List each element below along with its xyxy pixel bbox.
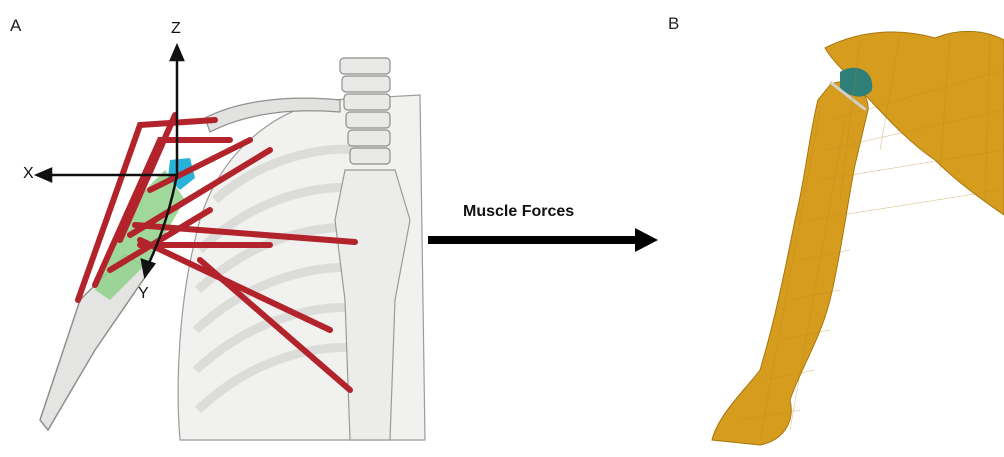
muscle-forces-arrow xyxy=(428,228,658,252)
axis-label-z: Z xyxy=(171,20,181,38)
muscle-forces-label: Muscle Forces xyxy=(463,203,574,221)
fe-mesh-model xyxy=(712,31,1004,445)
axis-label-x: X xyxy=(23,165,34,183)
axis-label-y: Y xyxy=(138,285,149,303)
panel-label-a: A xyxy=(10,16,21,36)
panel-label-b: B xyxy=(668,14,679,34)
humerus-mesh xyxy=(712,82,868,445)
